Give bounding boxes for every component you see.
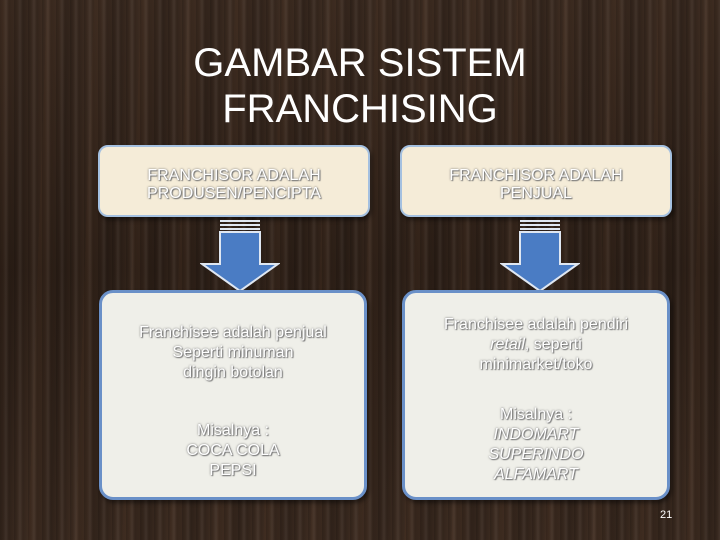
franchisor-seller-box: FRANCHISOR ADALAH PENJUAL: [400, 145, 672, 217]
franchisee-seller-description: Franchisee adalah penjual Seperti minuma…: [110, 323, 356, 383]
example-item: COCA COLA: [186, 442, 280, 459]
franchisor-producer-line2: PRODUSEN/PENCIPTA: [147, 185, 321, 202]
example-item: PEPSI: [209, 462, 257, 479]
description-line: Franchisee adalah penjual: [139, 324, 327, 341]
example-item: ALFAMART: [494, 466, 578, 483]
description-line: Franchisee adalah pendiri: [443, 316, 629, 333]
example-label: Misalnya :: [196, 422, 270, 439]
franchisor-seller-line2: PENJUAL: [499, 185, 573, 202]
franchisor-seller-line1: FRANCHISOR ADALAH: [449, 167, 623, 184]
retail-italic: retail: [490, 336, 525, 353]
down-arrow-icon: [200, 220, 280, 292]
description-suffix: , seperti: [524, 336, 582, 353]
description-line: minimarket/toko: [479, 356, 593, 373]
example-label: Misalnya :: [499, 406, 573, 423]
franchisee-seller-box: Franchisee adalah penjual Seperti minuma…: [99, 290, 367, 500]
franchisor-producer-line1: FRANCHISOR ADALAH: [147, 167, 321, 184]
slide-title: GAMBAR SISTEM FRANCHISING: [193, 41, 527, 131]
page-number: 21: [660, 509, 673, 521]
description-line: Seperti minuman: [172, 344, 294, 361]
franchisee-retail-examples: Misalnya : INDOMART SUPERINDO ALFAMART: [413, 405, 659, 485]
franchisor-producer-box: FRANCHISOR ADALAH PRODUSEN/PENCIPTA: [98, 145, 370, 217]
franchisee-retail-description: Franchisee adalah pendiri retail, sepert…: [413, 315, 659, 375]
description-line: retail, seperti: [413, 335, 659, 355]
down-arrow-icon: [500, 220, 580, 292]
example-item: INDOMART: [493, 426, 579, 443]
franchisee-seller-examples: Misalnya : COCA COLA PEPSI: [110, 421, 356, 481]
franchisee-retail-box: Franchisee adalah pendiri retail, sepert…: [402, 290, 670, 500]
description-line: dingin botolan: [183, 364, 283, 381]
example-item: SUPERINDO: [488, 446, 584, 463]
